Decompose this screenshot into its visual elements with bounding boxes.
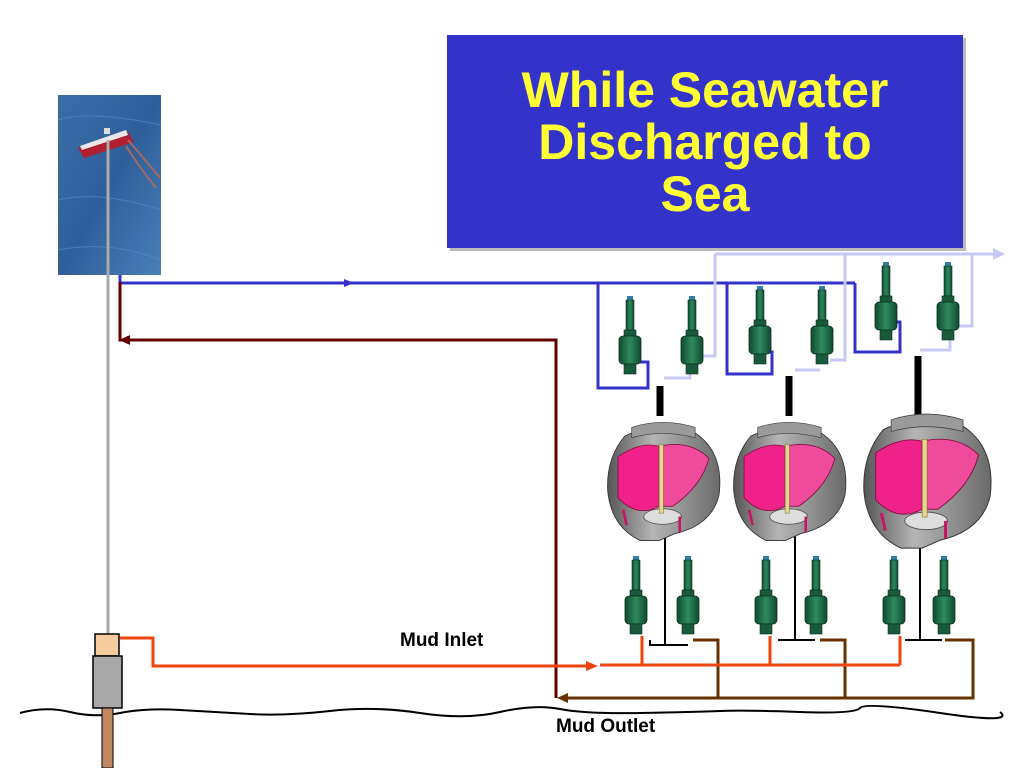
mud-outlet-label: Mud Outlet: [556, 716, 656, 737]
pump-chamber-3: [862, 412, 993, 550]
valve-icon: [932, 555, 956, 635]
valve-icon: [874, 261, 898, 341]
mud-return-line: [118, 282, 558, 698]
valve-icon: [810, 285, 834, 365]
seawater-discharge-line: [118, 275, 902, 390]
pump-chamber-2: [732, 420, 848, 543]
valve-icon: [618, 295, 642, 375]
mud-inlet-label: Mud Inlet: [400, 630, 484, 651]
wellhead: [92, 633, 123, 769]
valve-icon: [624, 555, 648, 635]
valve-icon: [804, 555, 828, 635]
title-box: While Seawater Discharged to Sea: [447, 35, 963, 248]
valve-icon: [882, 555, 906, 635]
page-title: While Seawater Discharged to Sea: [521, 61, 889, 222]
mud-outlet-line: [557, 638, 975, 703]
seabed-line: [19, 704, 1004, 720]
valve-icon: [680, 295, 704, 375]
chamber-connectors: [649, 356, 942, 646]
mud-inlet-line: [120, 636, 902, 671]
valve-icon: [754, 555, 778, 635]
pump-chamber-1: [606, 420, 722, 543]
valve-icon: [748, 285, 772, 365]
valve-icon: [936, 261, 960, 341]
valve-icon: [676, 555, 700, 635]
